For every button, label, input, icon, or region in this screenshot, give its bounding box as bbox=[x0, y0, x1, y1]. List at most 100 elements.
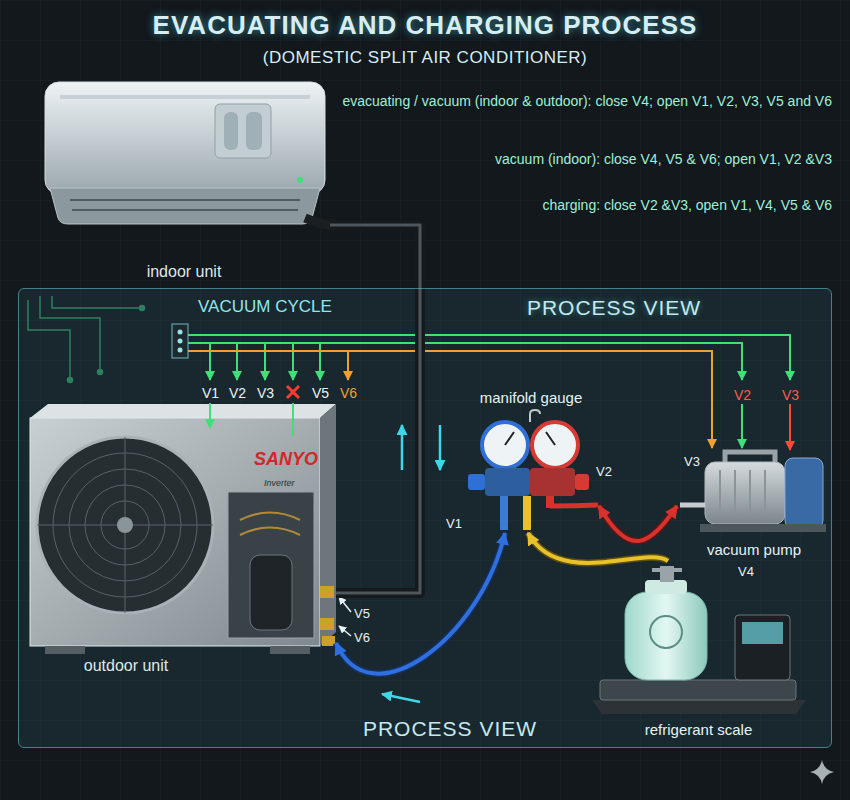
valve-pointer bbox=[339, 626, 351, 636]
vacuum-hose-line bbox=[599, 506, 677, 541]
process-panel-label: PROCESS VIEW bbox=[527, 295, 701, 320]
valve-label: V2 bbox=[229, 385, 246, 402]
vacuum-hose-outline bbox=[599, 506, 677, 541]
manifold-drawing bbox=[550, 505, 598, 506]
text-slot: manifold gauge bbox=[463, 389, 599, 407]
control-line bbox=[178, 330, 183, 335]
control-line bbox=[172, 324, 188, 358]
manifold-drawing bbox=[500, 496, 508, 530]
circuit-trace bbox=[140, 306, 145, 311]
control-line bbox=[209, 343, 211, 380]
valve-label: V1 bbox=[446, 516, 462, 532]
refrigerant-pipe-line bbox=[330, 225, 420, 593]
circuit-trace bbox=[40, 296, 100, 370]
refrigerant-scale-drawing bbox=[742, 622, 783, 644]
vacuum-pump-drawing bbox=[680, 452, 826, 532]
charging-hose bbox=[528, 533, 668, 563]
valve-label: V4 bbox=[738, 564, 754, 580]
outdoor-unit-drawing bbox=[30, 418, 320, 646]
outdoor-unit-drawing bbox=[117, 517, 133, 533]
vacuum-hose bbox=[599, 506, 677, 541]
vacuum-pump-drawing bbox=[725, 452, 775, 462]
valve-label: V5 bbox=[354, 606, 370, 622]
charging-hose-line bbox=[528, 533, 668, 563]
outdoor-unit-drawing bbox=[270, 646, 310, 654]
text-slot: V1 bbox=[202, 384, 219, 402]
control-line bbox=[172, 324, 790, 450]
text-slot: V4 bbox=[738, 562, 754, 580]
text-slot: V2 bbox=[596, 462, 612, 480]
refrigerant-scale-drawing bbox=[625, 592, 707, 680]
closed-valve-cross bbox=[287, 386, 299, 398]
text-slot: (DOMESTIC SPLIT AIR CONDITIONER) bbox=[0, 48, 850, 68]
vacuum-pump-drawing bbox=[680, 503, 705, 508]
control-line bbox=[292, 343, 294, 380]
text-slot: evacuating / vacuum (indoor & outdoor): … bbox=[335, 92, 832, 110]
low-side-hose-outline bbox=[336, 533, 505, 674]
valve-label: V3 bbox=[257, 385, 274, 402]
text-slot: outdoor unit bbox=[56, 656, 196, 675]
outdoor-unit-drawing bbox=[30, 404, 336, 418]
instruction-note: evacuating / vacuum (indoor & outdoor): … bbox=[342, 93, 832, 110]
valve-label: V5 bbox=[312, 385, 329, 402]
outdoor-unit-drawing bbox=[240, 513, 300, 536]
manifold-drawing bbox=[530, 468, 575, 496]
control-line bbox=[741, 404, 743, 448]
instruction-note: vacuum (indoor): close V4, V5 & V6; open… bbox=[495, 151, 832, 168]
vacuum-pump-drawing bbox=[720, 470, 765, 516]
circuit-trace bbox=[28, 300, 70, 378]
text-slot: PROCESS VIEW bbox=[330, 716, 570, 741]
text-slot: EVACUATING AND CHARGING PROCESS bbox=[0, 10, 850, 41]
sparkle-mark bbox=[810, 760, 834, 784]
vacuum-pump-drawing bbox=[700, 524, 826, 532]
flow-arrow bbox=[401, 425, 404, 470]
refrigerant-scale-drawing bbox=[592, 700, 806, 714]
circuit-trace bbox=[98, 370, 103, 375]
valve-label: V6 bbox=[354, 630, 370, 646]
refrigerant-scale-label: refrigerant scale bbox=[645, 721, 753, 739]
manifold-gauge-label: manifold gauge bbox=[480, 389, 583, 407]
refrigerant-pipe-outline bbox=[330, 225, 420, 593]
charging-hose-outline bbox=[528, 533, 668, 563]
valve-pointer bbox=[339, 597, 351, 612]
control-line bbox=[209, 403, 211, 428]
outdoor-unit-drawing bbox=[228, 492, 314, 638]
indoor-unit-drawing bbox=[50, 188, 320, 224]
flow-arrow bbox=[382, 425, 440, 702]
text-slot: V6 bbox=[354, 628, 370, 646]
outdoor-unit: SANYOInverteroutdoor unit bbox=[26, 411, 336, 691]
text-slot: vacuum (indoor): close V4, V5 & V6; open… bbox=[335, 150, 832, 168]
control-line bbox=[789, 404, 791, 450]
text-slot: V3 bbox=[782, 386, 799, 404]
valve-label: V1 bbox=[202, 385, 219, 402]
circuit-trace bbox=[68, 378, 73, 383]
circuit-trace bbox=[28, 296, 145, 383]
refrigerant-scale-drawing bbox=[645, 580, 687, 594]
instruction-note: charging: close V2 &V3, open V1, V4, V5 … bbox=[542, 197, 832, 214]
control-line bbox=[264, 343, 266, 380]
outdoor-unit-drawing bbox=[45, 646, 85, 654]
flow-arrow bbox=[382, 694, 420, 702]
manifold-gauge: manifold gauge bbox=[463, 389, 599, 533]
text-slot: V3 bbox=[684, 452, 700, 470]
text-slot: V5 bbox=[354, 604, 370, 622]
indoor-unit-drawing bbox=[70, 200, 300, 210]
text-slot: charging: close V2 &V3, open V1, V4, V5 … bbox=[335, 196, 832, 214]
manifold-drawing bbox=[575, 474, 589, 490]
control-line bbox=[188, 343, 742, 380]
refrigerant-scale-drawing bbox=[600, 680, 796, 700]
manifold-drawing bbox=[530, 410, 540, 422]
outdoor-unit-drawing bbox=[320, 618, 334, 630]
control-line bbox=[188, 351, 348, 380]
outdoor-unit-drawing bbox=[37, 437, 213, 613]
text-slot: refrigerant scale bbox=[581, 721, 816, 739]
text-slot: indoor unit bbox=[38, 262, 330, 281]
text-slot: V2 bbox=[229, 384, 246, 402]
refrigerant-scale: refrigerant scale bbox=[581, 561, 816, 743]
indoor-unit-drawing bbox=[305, 218, 332, 225]
valve-label: V3 bbox=[782, 387, 799, 404]
control-line bbox=[188, 335, 790, 380]
